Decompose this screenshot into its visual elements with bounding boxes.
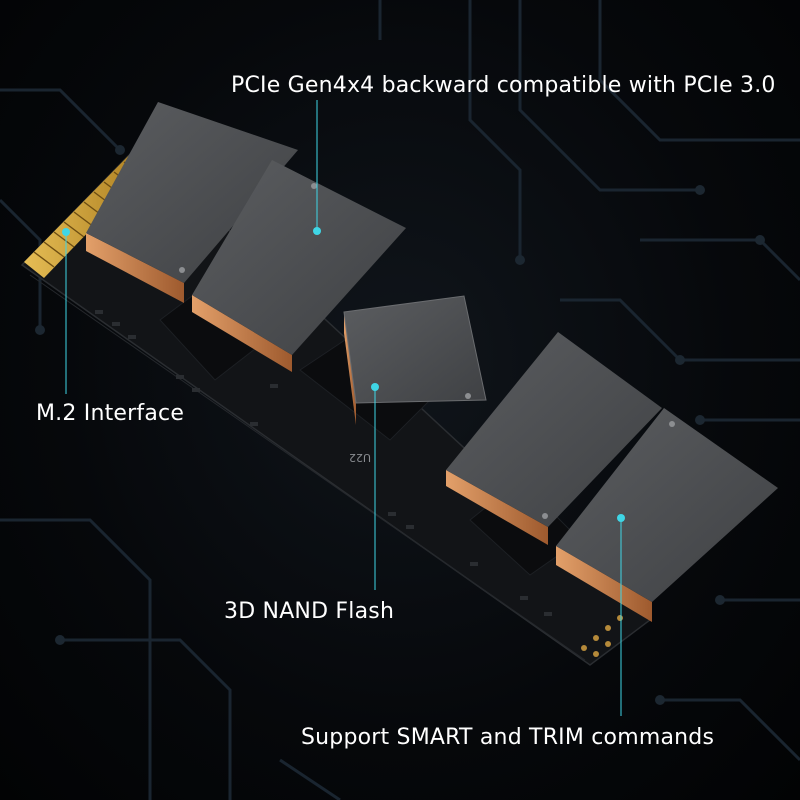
nand-chip — [192, 160, 406, 372]
circuit-pads — [35, 145, 765, 705]
nand-chip — [86, 102, 298, 303]
nand-chip — [556, 408, 778, 622]
callout-m2-interface: M.2 Interface — [36, 401, 185, 426]
callout-smart-trim: Support SMART and TRIM commands — [301, 725, 715, 750]
board-marking: U22 — [349, 451, 371, 464]
nand-chip — [343, 295, 487, 425]
board-components — [95, 310, 552, 616]
nand-chip — [446, 332, 662, 545]
callout-dots — [62, 227, 625, 522]
board-contacts — [581, 615, 623, 657]
callout-lines — [65, 100, 622, 716]
callout-pcie: PCIe Gen4x4 backward compatible with PCI… — [231, 73, 776, 98]
callout-nand-flash: 3D NAND Flash — [224, 599, 395, 624]
